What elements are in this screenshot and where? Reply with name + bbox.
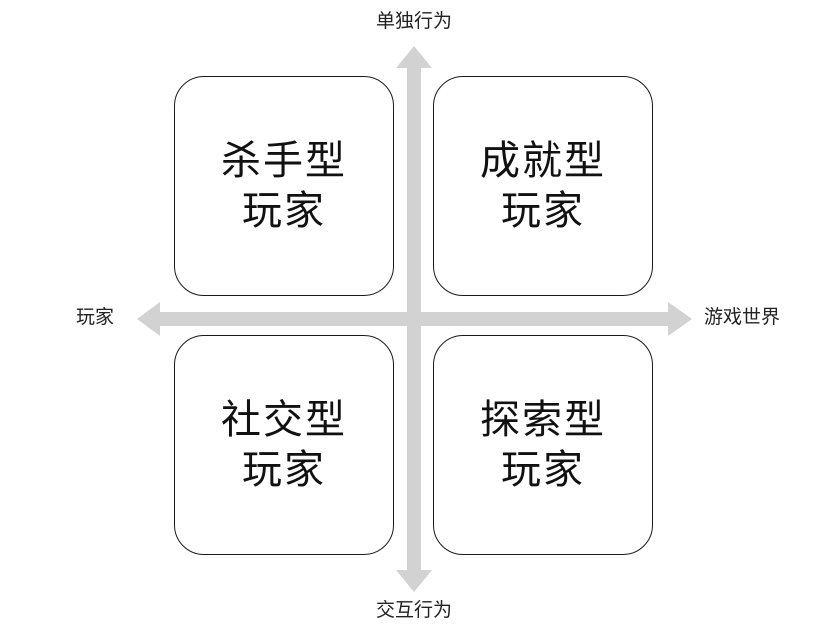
quadrant-title: 杀手型 bbox=[221, 138, 347, 184]
axis-label-right: 游戏世界 bbox=[704, 306, 781, 328]
quadrant-killer: 杀手型 玩家 bbox=[174, 76, 394, 296]
quadrant-subtitle: 玩家 bbox=[501, 188, 585, 234]
up-arrowhead bbox=[396, 46, 432, 68]
left-arrowhead bbox=[137, 302, 160, 336]
quadrant-explorer: 探索型 玩家 bbox=[433, 335, 653, 555]
axis-label-top: 单独行为 bbox=[375, 10, 453, 32]
quadrant-title: 成就型 bbox=[480, 138, 606, 184]
quadrant-socializer: 社交型 玩家 bbox=[174, 335, 394, 555]
axis-label-bottom: 交互行为 bbox=[375, 599, 453, 621]
axis-label-left: 玩家 bbox=[76, 306, 115, 328]
quadrant-subtitle: 玩家 bbox=[501, 447, 585, 493]
right-arrowhead bbox=[668, 302, 692, 336]
quadrant-title: 探索型 bbox=[480, 397, 606, 443]
quadrant-achiever: 成就型 玩家 bbox=[433, 76, 653, 296]
horizontal-axis-bar bbox=[156, 312, 672, 326]
quadrant-subtitle: 玩家 bbox=[242, 447, 326, 493]
down-arrowhead bbox=[396, 570, 432, 592]
quadrant-subtitle: 玩家 bbox=[242, 188, 326, 234]
quadrant-title: 社交型 bbox=[221, 397, 347, 443]
